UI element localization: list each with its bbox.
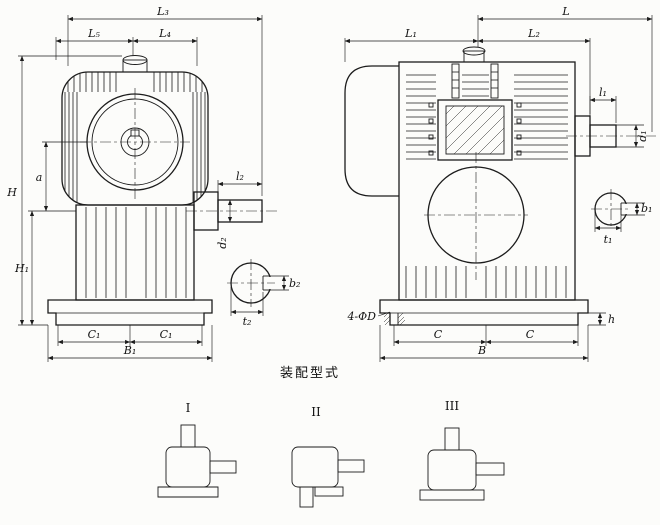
side-view-dimensions: L L₁ L₂ l₁ d₁ b₁ t₁ 4-ΦD C C B h <box>344 5 652 362</box>
front-filler-cap <box>122 59 148 73</box>
dim-h-label: h <box>608 313 615 326</box>
side-worm-housing <box>344 65 399 197</box>
dim-d1-label: d₁ <box>636 130 649 141</box>
front-shaft-section <box>227 259 275 307</box>
assembly-type-3-figure <box>419 427 505 501</box>
side-foot-hole <box>383 312 406 326</box>
dim-L-label: L <box>561 5 569 18</box>
assembly-type-1-label: I <box>186 401 191 415</box>
dim-b2-label: b₂ <box>289 277 300 290</box>
dim-L4-label: L₄ <box>158 27 171 40</box>
dim-C1-left-label: C₁ <box>88 328 101 341</box>
dim-L1-label: L₁ <box>404 27 417 40</box>
dim-a-label: a <box>36 171 43 184</box>
side-main-body <box>398 61 576 301</box>
front-view <box>47 55 278 326</box>
side-lower-ribs <box>405 266 567 298</box>
dim-B1-label: B₁ <box>123 344 137 357</box>
assembly-type-3-label: III <box>445 399 459 413</box>
front-base <box>47 299 213 326</box>
assembly-type-2-figure <box>291 446 365 508</box>
side-base <box>379 299 589 326</box>
dim-C-right-label: C <box>526 328 535 341</box>
dim-t2-label: t₂ <box>243 315 252 328</box>
front-crown-fins <box>64 72 206 203</box>
dim-l2-label: l₂ <box>236 170 244 183</box>
front-body-ribs <box>85 207 187 298</box>
assembly-section: 装配型式 I II III <box>157 366 505 508</box>
side-view <box>344 46 656 326</box>
side-shaft-section <box>591 189 631 229</box>
dim-L5-label: L₅ <box>87 27 100 40</box>
side-filler-cap <box>463 50 485 63</box>
dim-C1-right-label: C₁ <box>160 328 173 341</box>
dim-holes-label: 4-ΦD <box>346 310 376 323</box>
dim-B-label: B <box>477 344 486 357</box>
assembly-type-2-label: II <box>311 405 321 419</box>
side-inspection-window <box>428 99 522 161</box>
dim-d2-label: d₂ <box>216 237 229 248</box>
front-view-dimensions: L₃ L₅ L₄ H a H₁ C₁ C₁ B₁ l₂ d₂ b₂ t₂ <box>6 5 300 362</box>
assembly-type-1-figure <box>157 424 237 498</box>
dim-C-left-label: C <box>434 328 443 341</box>
dim-t1-label: t₁ <box>604 233 613 246</box>
dim-b1-label: b₁ <box>641 202 652 215</box>
side-upper-fins <box>406 74 568 160</box>
dim-H1-label: H₁ <box>14 262 29 275</box>
dim-L3-label: L₃ <box>156 5 169 18</box>
dim-l1-label: l₁ <box>599 86 607 99</box>
dim-L2-label: L₂ <box>527 27 540 40</box>
dim-H-label: H <box>6 186 17 199</box>
assembly-caption: 装配型式 <box>280 366 340 381</box>
